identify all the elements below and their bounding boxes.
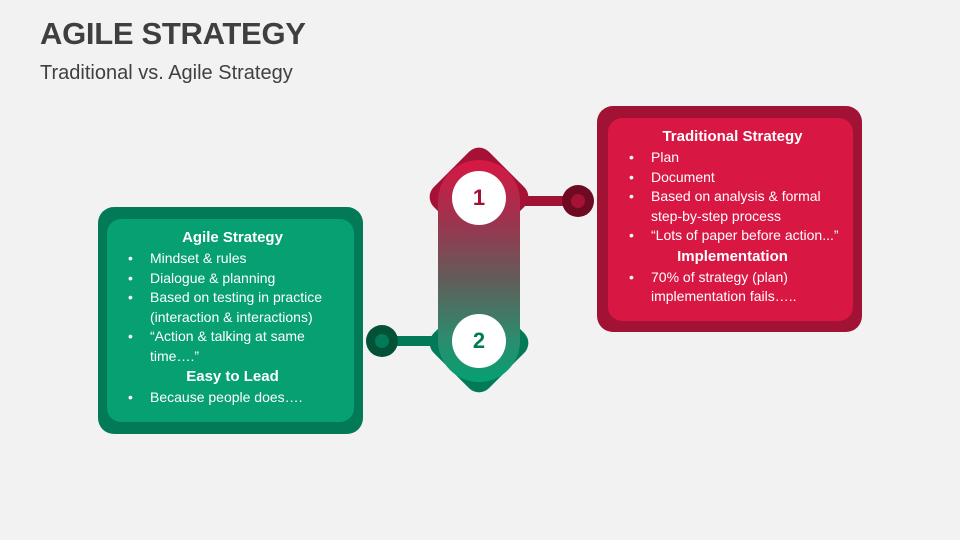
traditional-list: Plan Document Based on analysis & formal… [626, 148, 839, 246]
list-item: “Lots of paper before action...” [626, 226, 839, 246]
list-item: Because people does…. [125, 388, 340, 408]
easy-to-lead-list: Because people does…. [125, 388, 340, 408]
traditional-heading: Traditional Strategy [662, 128, 803, 145]
agile-list: Mindset & rules Dialogue & planning Base… [125, 249, 340, 366]
connector-line-1 [518, 196, 568, 206]
list-item: “Action & talking at same time….” [125, 327, 340, 366]
list-item: 70% of strategy (plan) implementation fa… [626, 268, 839, 307]
implementation-heading: Implementation [677, 247, 788, 265]
step-1-badge: 1 [452, 171, 506, 225]
list-item: Plan [626, 148, 839, 168]
list-item: Document [626, 168, 839, 188]
connector-dot-2-icon [366, 325, 398, 357]
agile-heading: Agile Strategy [182, 229, 283, 246]
connector-line-2 [390, 336, 438, 346]
agile-card: Agile Strategy Mindset & rules Dialogue … [107, 219, 354, 422]
page-subtitle: Traditional vs. Agile Strategy [40, 62, 293, 84]
page-title: AGILE STRATEGY [40, 16, 306, 51]
connector-dot-1-icon [562, 185, 594, 217]
easy-to-lead-heading: Easy to Lead [186, 368, 279, 385]
list-item: Based on testing in practice (interactio… [125, 288, 340, 327]
list-item: Dialogue & planning [125, 269, 340, 289]
list-item: Based on analysis & formal step-by-step … [626, 187, 839, 226]
traditional-card: Traditional Strategy Plan Document Based… [608, 118, 853, 321]
list-item: Mindset & rules [125, 249, 340, 269]
step-2-badge: 2 [452, 314, 506, 368]
implementation-list: 70% of strategy (plan) implementation fa… [626, 268, 839, 307]
